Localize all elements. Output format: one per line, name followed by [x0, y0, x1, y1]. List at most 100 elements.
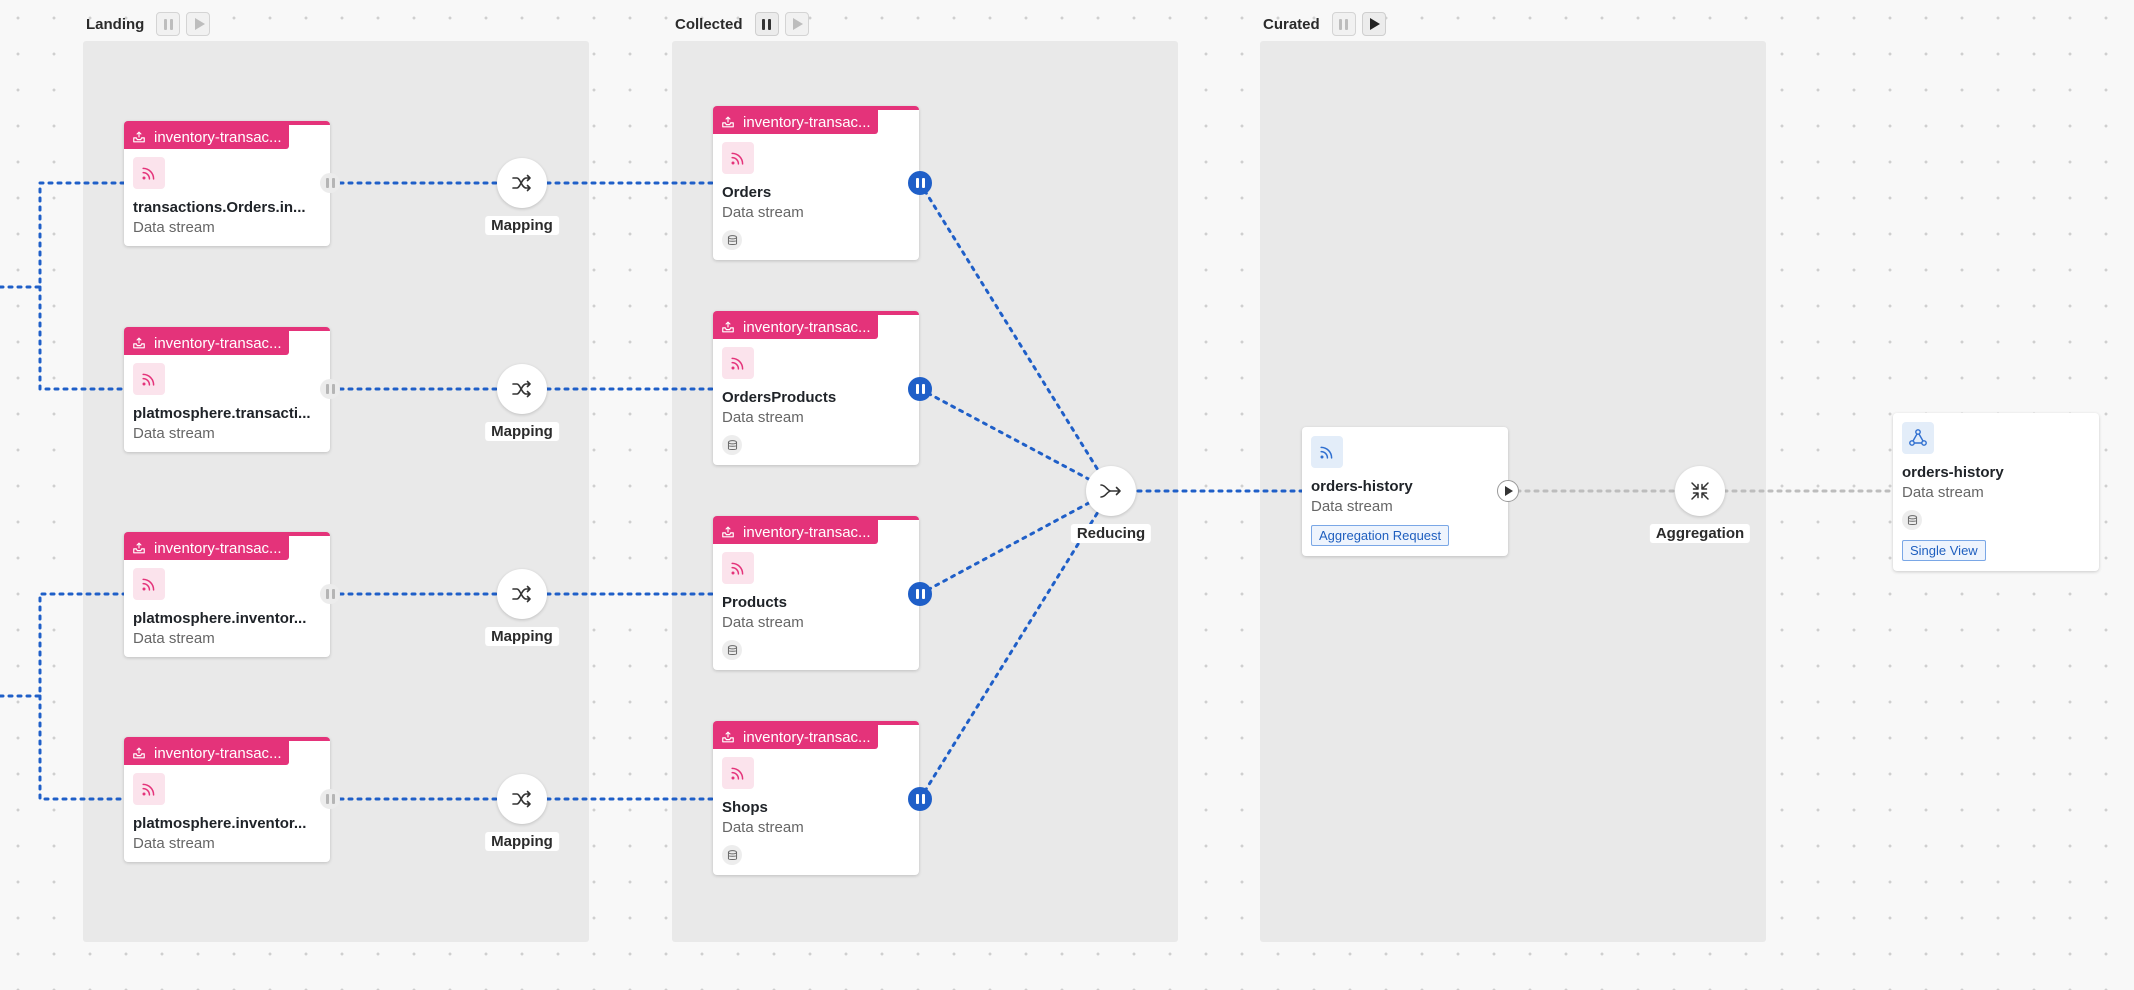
node-type: Data stream	[1311, 498, 1499, 515]
collected-node[interactable]: inventory-transac... OrdersProducts Data…	[713, 311, 919, 465]
mapping-operator[interactable]	[497, 158, 547, 208]
database-icon	[722, 230, 742, 250]
output-node[interactable]: orders-history Data stream Single View	[1893, 413, 2099, 571]
collected-port-running[interactable]	[908, 377, 932, 401]
collected-node[interactable]: inventory-transac... Shops Data stream	[713, 721, 919, 875]
source-tag[interactable]: inventory-transac...	[713, 315, 878, 339]
collected-port-running[interactable]	[908, 787, 932, 811]
stage-header-collected: Collected	[675, 12, 809, 36]
shuffle-icon	[510, 171, 534, 195]
pause-icon	[916, 384, 925, 394]
aggregation-operator[interactable]	[1675, 466, 1725, 516]
upload-tray-icon	[721, 115, 735, 129]
collected-port-running[interactable]	[908, 582, 932, 606]
collected-node[interactable]: inventory-transac... Orders Data stream	[713, 106, 919, 260]
source-tag-label: inventory-transac...	[743, 319, 871, 336]
source-tag[interactable]: inventory-transac...	[713, 725, 878, 749]
landing-node[interactable]: inventory-transac... platmosphere.transa…	[124, 327, 330, 452]
landing-node[interactable]: inventory-transac... platmosphere.invent…	[124, 737, 330, 862]
landing-node[interactable]: inventory-transac... transactions.Orders…	[124, 121, 330, 246]
aggregation-label: Aggregation	[1650, 524, 1750, 543]
source-tag[interactable]: inventory-transac...	[124, 741, 289, 765]
landing-node[interactable]: inventory-transac... platmosphere.invent…	[124, 532, 330, 657]
play-button[interactable]	[1362, 12, 1386, 36]
upload-tray-icon	[721, 320, 735, 334]
node-type: Data stream	[133, 425, 321, 442]
database-icon	[722, 845, 742, 865]
rss-feed-icon	[722, 347, 754, 379]
node-type: Data stream	[133, 630, 321, 647]
play-button[interactable]	[785, 12, 809, 36]
source-tag-label: inventory-transac...	[154, 745, 282, 762]
pause-button[interactable]	[156, 12, 180, 36]
source-tag-label: inventory-transac...	[154, 129, 282, 146]
node-name: platmosphere.inventor...	[133, 815, 321, 832]
mapping-operator[interactable]	[497, 364, 547, 414]
play-button[interactable]	[186, 12, 210, 36]
source-tag-label: inventory-transac...	[743, 729, 871, 746]
mapping-label: Mapping	[485, 627, 559, 646]
node-name: Orders	[722, 184, 910, 201]
upload-tray-icon	[721, 525, 735, 539]
node-name: Shops	[722, 799, 910, 816]
pause-icon	[326, 178, 335, 188]
shuffle-icon	[510, 582, 534, 606]
upload-tray-icon	[132, 130, 146, 144]
rss-feed-icon	[133, 773, 165, 805]
play-icon	[195, 18, 205, 30]
mapping-operator[interactable]	[497, 774, 547, 824]
shuffle-icon	[510, 787, 534, 811]
collected-port-running[interactable]	[908, 171, 932, 195]
node-name: Products	[722, 594, 910, 611]
source-tag-label: inventory-transac...	[743, 114, 871, 131]
curated-port-play[interactable]	[1497, 480, 1519, 502]
rss-feed-icon	[722, 757, 754, 789]
database-icon	[722, 435, 742, 455]
curated-node[interactable]: orders-history Data stream Aggregation R…	[1302, 427, 1508, 556]
mapping-label: Mapping	[485, 832, 559, 851]
node-name: platmosphere.transacti...	[133, 405, 321, 422]
play-icon	[1370, 18, 1380, 30]
mapping-operator[interactable]	[497, 569, 547, 619]
reducing-label: Reducing	[1071, 524, 1151, 543]
source-tag[interactable]: inventory-transac...	[713, 520, 878, 544]
node-type: Data stream	[1902, 484, 2090, 501]
source-tag[interactable]: inventory-transac...	[124, 331, 289, 355]
node-name: transactions.Orders.in...	[133, 199, 321, 216]
source-tag-label: inventory-transac...	[154, 540, 282, 557]
stage-header-landing: Landing	[86, 12, 210, 36]
shuffle-icon	[510, 377, 534, 401]
landing-port-paused[interactable]	[320, 379, 340, 399]
single-view-chip[interactable]: Single View	[1902, 540, 1986, 561]
node-name: orders-history	[1311, 478, 1499, 495]
landing-port-paused[interactable]	[320, 173, 340, 193]
node-type: Data stream	[133, 835, 321, 852]
pause-icon	[326, 589, 335, 599]
source-tag[interactable]: inventory-transac...	[713, 110, 878, 134]
reducing-operator[interactable]	[1086, 466, 1136, 516]
merge-arrow-icon	[1098, 479, 1124, 503]
node-type: Data stream	[722, 409, 910, 426]
source-tag[interactable]: inventory-transac...	[124, 536, 289, 560]
landing-port-paused[interactable]	[320, 584, 340, 604]
pause-icon	[762, 19, 771, 30]
pause-icon	[326, 794, 335, 804]
play-icon	[1505, 486, 1513, 496]
rss-feed-icon	[1311, 436, 1343, 468]
landing-port-paused[interactable]	[320, 789, 340, 809]
wire-input-upper	[0, 183, 124, 389]
node-type: Data stream	[722, 614, 910, 631]
collapse-icon	[1689, 480, 1711, 502]
rss-feed-icon	[722, 552, 754, 584]
rss-feed-icon	[133, 568, 165, 600]
source-tag[interactable]: inventory-transac...	[124, 125, 289, 149]
collected-node[interactable]: inventory-transac... Products Data strea…	[713, 516, 919, 670]
pause-icon	[916, 589, 925, 599]
rss-feed-icon	[133, 363, 165, 395]
stage-title: Landing	[86, 16, 144, 33]
pause-button[interactable]	[755, 12, 779, 36]
node-name: OrdersProducts	[722, 389, 910, 406]
pause-icon	[916, 178, 925, 188]
aggregation-request-chip[interactable]: Aggregation Request	[1311, 525, 1449, 546]
pause-button[interactable]	[1332, 12, 1356, 36]
